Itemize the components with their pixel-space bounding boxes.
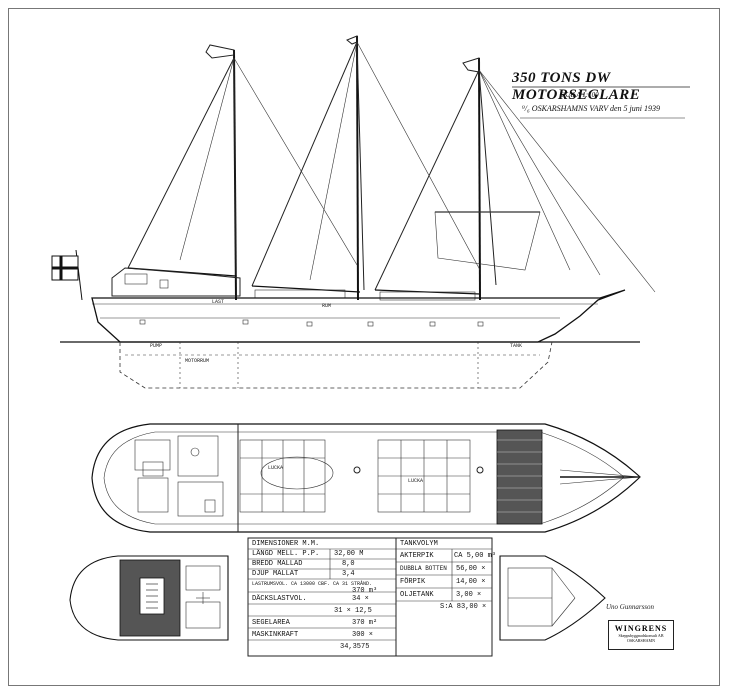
dim-value-3: 370 m³ [352, 587, 378, 595]
dim-label-1: BREDD MALLAD [252, 560, 303, 568]
dim-value-0: 32,00 M [334, 550, 364, 558]
tank-label-3: OLJETANK [400, 591, 434, 599]
dim-value-1: 8,0 [342, 560, 355, 568]
dim-value-6: 370 m² [352, 619, 378, 627]
drawing-scale: SKALA 1:100 [560, 91, 599, 99]
dim-label-6: SEGELAREA [252, 619, 290, 627]
pennant-main [346, 35, 358, 45]
dimensions-table-header: DIMENSIONER M.M. [252, 540, 320, 548]
designer-stamp: WINGRENS Skeppsbyggnadskonsult AB OSKARS… [608, 620, 674, 650]
dim-label-4: DÄCKSLASTVOL. [252, 595, 307, 603]
tank-label-1: DUBBLA BOTTEN [400, 565, 447, 572]
dim-label-0: LÄNGD MELL. P.P. [252, 550, 320, 558]
profile-label-hold-1: LAST [212, 299, 225, 305]
tank-value-4: S:A 83,00 × [440, 603, 487, 611]
forepeak-plan [499, 555, 606, 641]
dim-value-5: 31 × 12,5 [334, 607, 372, 615]
deck-label-hatch-2: LUCKA [408, 478, 424, 484]
drawing-frame [8, 8, 720, 686]
side-profile [51, 35, 656, 389]
drawing-title: 350 TONS DW MOTORSEGLARE [512, 70, 641, 103]
tank-table: TANKVOLYM AKTERPIK CA 5,00 m³ DUBBLA BOT… [400, 540, 496, 656]
dim-value-7: 300 × [352, 631, 374, 639]
profile-label-hold-2: RUM [322, 303, 332, 309]
designer-signature: Uno Gunnarsson [606, 603, 655, 611]
profile-label-pump: PUMP [150, 343, 163, 349]
tank-table-header: TANKVOLYM [400, 540, 438, 548]
pennant-mizzen [205, 44, 235, 59]
stamp-line-2: OSKARSHAMN [626, 638, 655, 643]
profile-label-tank: TANK [510, 343, 523, 349]
tank-value-2: 14,00 × [456, 578, 486, 586]
drawing-yard-date: ⁹/₆ OSKARSHAMNS VARV den 5 juni 1939 [522, 104, 660, 113]
deck-outline [91, 423, 641, 533]
tank-label-2: FÖRPIK [400, 578, 426, 586]
dim-value-4: 34 × [352, 595, 369, 603]
deck-plan [91, 423, 641, 533]
dim-label-3: LASTRUMSVOL. CA 13000 CBF. CA 31 STRÅND. [252, 581, 373, 587]
tank-value-1: 56,00 × [456, 565, 486, 573]
profile-label-motor: MOTORRUM [185, 358, 210, 364]
hull-profile [91, 289, 626, 343]
dim-label-2: DJUP MALLAT [252, 570, 299, 578]
dim-value-8: 34,3575 [340, 643, 370, 651]
main-mast [356, 35, 359, 301]
engine-room-plan [69, 555, 229, 641]
forecastle-deck [496, 429, 543, 525]
stamp-line-1: Skeppsbyggnadskonsult AB [618, 633, 664, 638]
dim-value-2: 3,4 [342, 570, 355, 578]
stamp-name: WINGRENS [614, 624, 668, 633]
pennant-fore [462, 57, 480, 73]
tables-grid [247, 537, 493, 657]
dim-label-7: MASKINKRAFT [252, 631, 299, 639]
tank-value-3: 3,00 × [456, 591, 482, 599]
fore-mast [478, 57, 481, 301]
tank-label-0: AKTERPIK [400, 552, 434, 560]
tank-value-0: CA 5,00 m³ [454, 552, 497, 560]
dimensions-table: DIMENSIONER M.M. LÄNGD MELL. P.P. 32,00 … [252, 540, 396, 656]
deck-label-hatch-1: LUCKA [268, 465, 284, 471]
